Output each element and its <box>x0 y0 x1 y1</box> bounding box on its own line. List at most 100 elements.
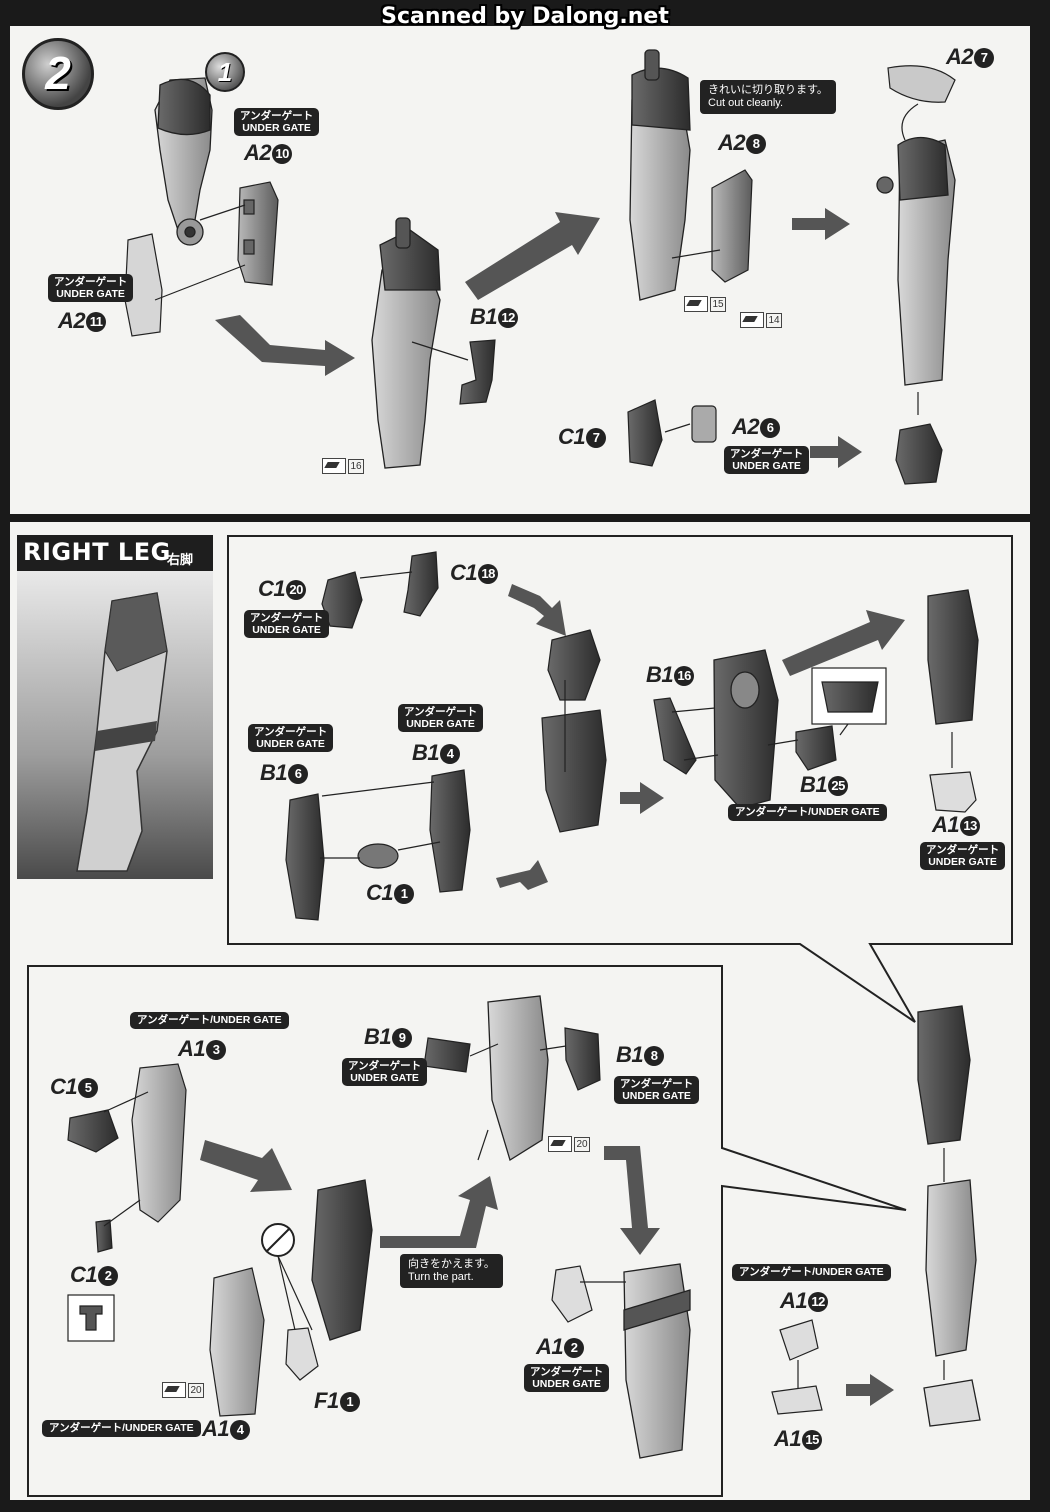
lower-leg-assembly <box>371 217 441 469</box>
thin-leader-lines-right-upper <box>320 571 953 859</box>
part-a1-2 <box>551 1265 593 1323</box>
part-b1-25 <box>795 667 887 771</box>
part-c1-18 <box>403 551 439 617</box>
part-b1-12 <box>459 339 496 405</box>
cut-badge-20-middle: 20 <box>548 1136 590 1152</box>
right-leg-header: RIGHT LEG 右脚 <box>17 535 213 571</box>
flow-arrows-top <box>215 208 862 468</box>
inner-shin-assembly <box>311 1179 373 1341</box>
under-gate-tag-a1-12: アンダーゲート/UNDER GATE <box>732 1264 891 1281</box>
shin-armor-assembly <box>713 649 779 809</box>
part-a2-7 <box>887 65 956 103</box>
thin-leader-lines-top <box>154 103 919 433</box>
right-leg-reference-image <box>17 571 213 879</box>
foot-part <box>895 423 943 485</box>
part-a1-3 <box>131 1063 187 1223</box>
part-c1-20 <box>321 571 363 629</box>
part-f1-1 <box>285 1327 319 1381</box>
right-leg-title: RIGHT LEG <box>23 538 171 566</box>
leg-middle-assembly <box>487 995 549 1162</box>
part-b1-9 <box>423 1037 471 1073</box>
watermark: Scanned by Dalong.net <box>381 4 669 29</box>
shin-inner-part <box>541 709 607 833</box>
part-b1-6-left <box>285 793 325 921</box>
thin-leader-lines-right-lower <box>103 1043 945 1388</box>
under-gate-tag-a1-3: アンダーゲート/UNDER GATE <box>130 1012 289 1029</box>
turn-part-note: 向きをかえます。Turn the part. <box>400 1254 503 1288</box>
under-gate-tag-b1-25: アンダーゲート/UNDER GATE <box>728 804 887 821</box>
part-c1-7 <box>627 399 663 467</box>
part-a2-6 <box>691 405 717 443</box>
right-leg-title-jp: 右脚 <box>167 552 194 567</box>
part-a2-8 <box>711 169 753 283</box>
no-cut-symbol <box>261 1223 295 1257</box>
leg-assembly-2 <box>629 49 691 301</box>
cut-badge-16: 16 <box>322 458 364 474</box>
part-c1-2 <box>67 1219 115 1342</box>
part-c1-5 <box>67 1109 119 1153</box>
thigh-frame-part <box>154 77 213 246</box>
part-a2-10 <box>237 181 279 286</box>
flow-arrows-right-leg-upper <box>496 584 905 890</box>
callout-box-lower <box>27 965 907 1497</box>
part-b1-4-right <box>429 769 471 893</box>
cut-cleanly-note: きれいに切り取ります。Cut out cleanly. <box>700 80 836 114</box>
part-b1-8 <box>564 1027 601 1091</box>
knee-cap-part <box>547 629 601 701</box>
part-a1-12 <box>779 1319 819 1361</box>
final-leg-assembly <box>876 136 956 386</box>
cut-badge-15: 15 <box>684 296 726 312</box>
part-a1-4 <box>209 1267 265 1417</box>
cut-badge-14: 14 <box>740 312 782 328</box>
leg-lower-result <box>623 1263 691 1459</box>
complete-right-leg <box>917 1005 981 1427</box>
under-gate-tag-a1-4: アンダーゲート/UNDER GATE <box>42 1420 201 1437</box>
part-a1-13 <box>929 771 977 813</box>
flow-arrows-right-leg-lower <box>200 1140 894 1406</box>
part-a1-15 <box>771 1385 823 1415</box>
part-c1-1 <box>357 843 399 869</box>
step-number: 2 <box>22 38 94 110</box>
part-b1-16 <box>653 697 697 775</box>
callout-box-upper <box>227 535 1013 1023</box>
cut-badge-20-left: 20 <box>162 1382 204 1398</box>
thigh-upper-result <box>927 589 979 725</box>
substep-number: 1 <box>205 52 245 92</box>
